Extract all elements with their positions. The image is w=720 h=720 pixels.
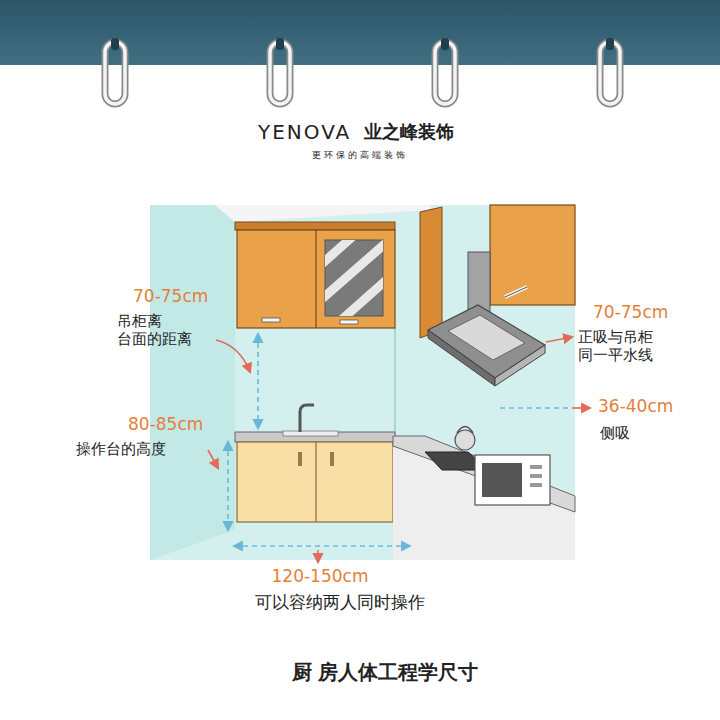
base-cabinet bbox=[235, 405, 395, 522]
dimension-value: 120-150cm bbox=[272, 566, 369, 586]
dimension-note: 吊柜离 台面的距离 bbox=[117, 312, 192, 348]
dimension-value: 70-75cm bbox=[593, 302, 668, 322]
upper-cabinet bbox=[235, 222, 400, 330]
binder-ring bbox=[600, 38, 620, 104]
binder-ring bbox=[105, 38, 125, 104]
binder-ring bbox=[270, 38, 290, 104]
binder-rings bbox=[105, 38, 620, 104]
brand-name: YENOVA bbox=[258, 120, 351, 144]
binder-ring bbox=[435, 38, 455, 104]
diagram-title: 厨 房人体工程学尺寸 bbox=[292, 660, 479, 684]
dimension-value: 70-75cm bbox=[133, 286, 208, 306]
dimension-value: 36-40cm bbox=[598, 396, 673, 416]
dimension-note: 可以容纳两人同时操作 bbox=[255, 592, 425, 612]
dimension-value: 80-85cm bbox=[128, 414, 203, 434]
dimension-note: 操作台的高度 bbox=[76, 440, 166, 458]
side-wall bbox=[150, 205, 235, 560]
dimension-note: 正吸与吊柜 同一平水线 bbox=[578, 328, 653, 364]
ceiling bbox=[215, 205, 430, 222]
brand-name: 业之峰装饰 bbox=[364, 121, 454, 143]
back-wall bbox=[150, 205, 575, 560]
dimension-note: 侧吸 bbox=[600, 424, 630, 442]
leader-arrows bbox=[208, 337, 590, 562]
slogan: 更环保的高端装饰 bbox=[312, 150, 408, 161]
range-hood bbox=[428, 252, 545, 386]
wall-corner bbox=[394, 328, 396, 438]
dimension-lines bbox=[228, 334, 572, 546]
side-counter bbox=[393, 427, 575, 561]
